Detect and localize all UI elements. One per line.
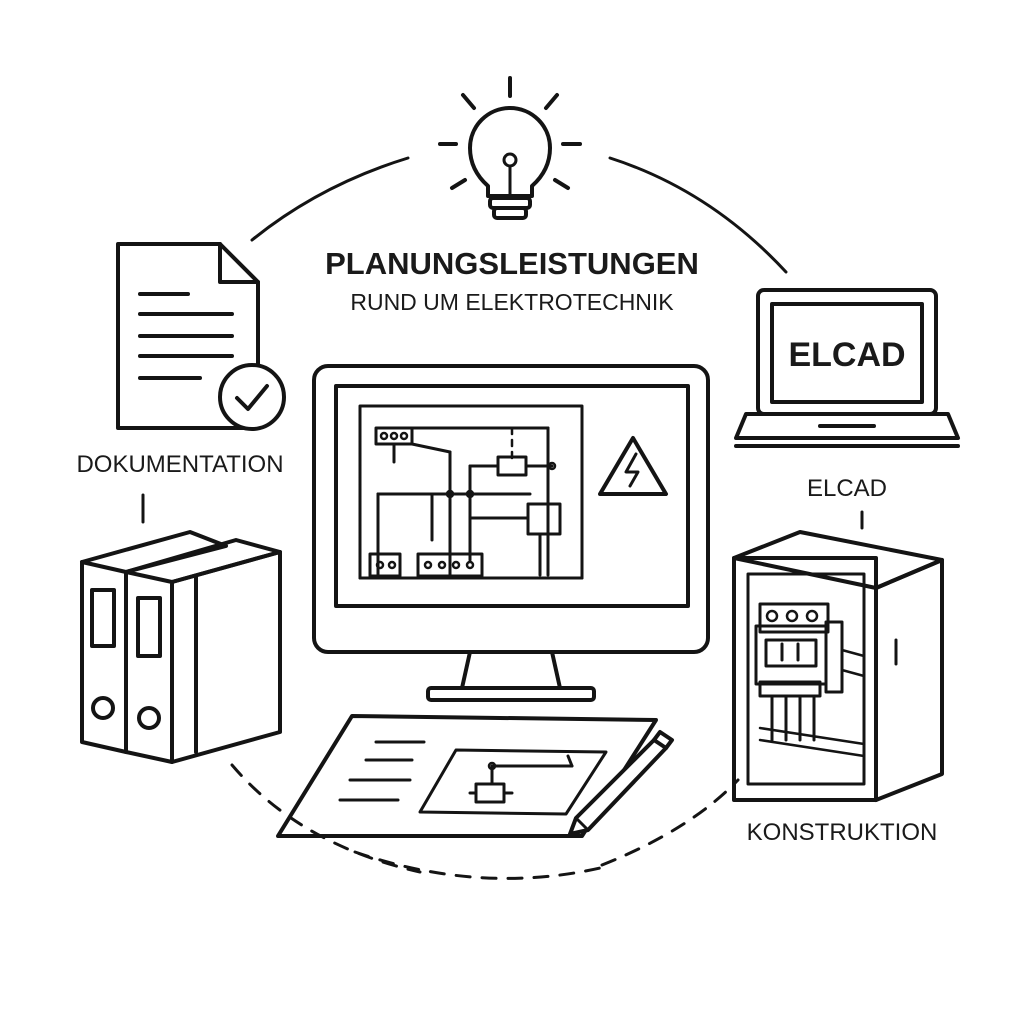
binders-icon: [80, 530, 282, 764]
page-subtitle: RUND UM ELEKTROTECHNIK: [350, 289, 674, 315]
arc-bottom: [353, 850, 602, 880]
lightbulb-icon: [438, 76, 582, 220]
page-title: PLANUNGSLEISTUNGEN: [325, 246, 699, 281]
monitor-schematic-icon: [312, 364, 710, 702]
warning-high-voltage-icon: [598, 436, 668, 496]
connector-arcs: [141, 156, 864, 880]
control-cabinet-icon: [732, 530, 944, 802]
label-elcad: ELCAD: [807, 475, 887, 502]
label-documentation: DOKUMENTATION: [76, 451, 283, 478]
arc-bottom-right: [600, 778, 740, 867]
arc-top-left: [250, 156, 410, 242]
laptop-icon: [734, 288, 960, 448]
blueprint-pen-icon: [276, 714, 674, 838]
schematic-drawing: [358, 404, 584, 580]
label-construction: KONSTRUKTION: [747, 819, 938, 846]
arc-top-right: [608, 156, 788, 274]
laptop-screen-text: ELCAD: [788, 336, 905, 374]
document-check-icon: [116, 242, 286, 431]
